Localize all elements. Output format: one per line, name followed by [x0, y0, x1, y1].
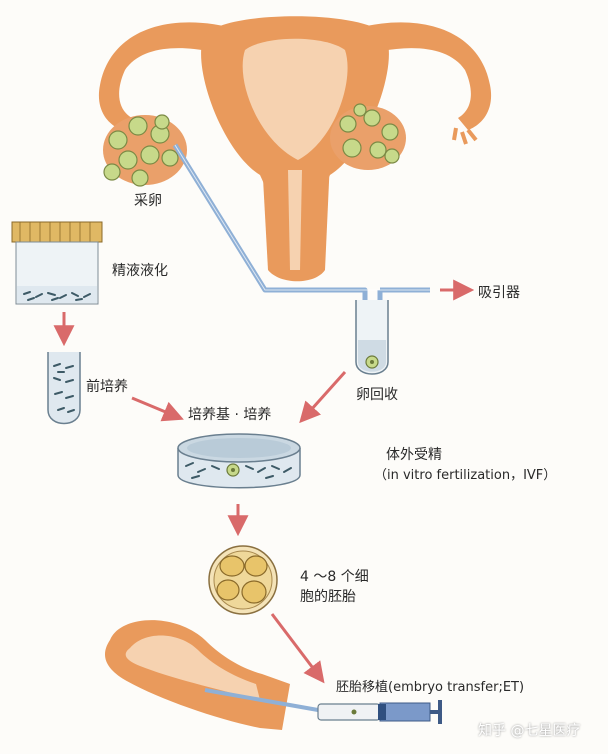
- test-tube-icon: [355, 300, 389, 375]
- watermark: 知乎 @七星医疗: [478, 723, 581, 739]
- label-suction: 吸引器: [478, 285, 520, 301]
- label-semen-liquefaction: 精液液化: [112, 263, 168, 279]
- label-embryo-line1: 4 ～8 个细: [300, 569, 369, 585]
- arrow-embryo-to-transfer: [270, 613, 325, 684]
- label-ivf-en: （in vitro fertilization，IVF）: [374, 468, 557, 483]
- arrow-preculture-to-dish: [131, 396, 184, 422]
- embryo-icon: [208, 545, 278, 615]
- ovary-icon: [103, 103, 406, 187]
- label-pre-culture: 前培养: [86, 379, 128, 395]
- label-egg-retrieval: 采卵: [134, 193, 162, 209]
- label-culture-medium: 培养基 · 培养: [188, 407, 272, 423]
- label-embryo-line2: 胞的胚胎: [300, 589, 356, 605]
- specimen-jar-icon: [11, 221, 103, 305]
- uterus-icon: [98, 16, 492, 282]
- uterus-icon: [105, 620, 290, 730]
- label-ivf-cn: 体外受精: [386, 447, 442, 463]
- label-egg-collection: 卵回收: [356, 387, 398, 403]
- petri-dish-icon: [177, 433, 301, 489]
- syringe-icon: [204, 688, 442, 724]
- arrow-eggs-to-dish: [299, 370, 347, 424]
- test-tube-icon: [47, 352, 81, 425]
- label-embryo-transfer: 胚胎移植(embryo transfer;ET): [336, 680, 525, 695]
